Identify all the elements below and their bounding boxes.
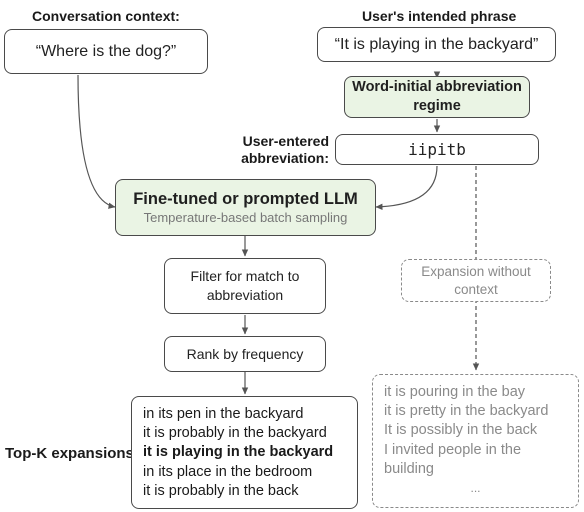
expansion-without-context-label: Expansion without context <box>421 263 531 297</box>
top-k-item-correct: it is playing in the backyard <box>143 444 334 461</box>
filter-label: Filter for match to abbreviation <box>190 268 300 303</box>
conversation-context-heading: Conversation context: <box>32 8 180 24</box>
llm-subtitle: Temperature-based batch sampling <box>143 210 348 225</box>
rank-label: Rank by frequency <box>186 345 304 362</box>
llm-title: Fine-tuned or prompted LLM <box>133 190 358 208</box>
conversation-context-box: “Where is the dog?” <box>4 29 208 74</box>
top-k-item: it is probably in the backyard <box>143 425 327 442</box>
abbreviation-regime-label: Word-initial abbreviation regime <box>352 79 522 114</box>
intended-quote: “It is playing in the backyard” <box>334 35 539 53</box>
expansion-without-context-box: Expansion without context <box>401 259 551 302</box>
intended-phrase-box: “It is playing in the backyard” <box>317 27 556 62</box>
no-context-ellipsis: ... <box>470 481 481 496</box>
no-context-item: I invited people in the building <box>384 441 522 477</box>
no-context-item: it is pretty in the backyard <box>384 403 549 420</box>
no-context-item: it is pouring in the bay <box>384 384 526 400</box>
rank-box: Rank by frequency <box>164 336 326 372</box>
context-quote: “Where is the dog?” <box>35 42 177 60</box>
abbreviation-value: iipitb <box>408 140 466 159</box>
llm-box: Fine-tuned or prompted LLM Temperature-b… <box>115 179 376 236</box>
top-k-expansions-heading: Top-K expansions: <box>5 445 139 462</box>
filter-box: Filter for match to abbreviation <box>164 258 326 314</box>
abbreviation-regime-box: Word-initial abbreviation regime <box>344 76 530 118</box>
user-entered-abbreviation-heading: User-entered abbreviation: <box>241 133 329 166</box>
top-k-item: in its place in the bedroom <box>143 463 313 480</box>
no-context-item: It is possibly in the back <box>384 422 538 439</box>
top-k-list: in its pen in the backyard it is probabl… <box>131 396 358 509</box>
arrow-abbreviation-to-llm <box>375 165 438 210</box>
top-k-item: in its pen in the backyard <box>143 406 304 422</box>
no-context-list: it is pouring in the bay it is pretty in… <box>372 374 579 508</box>
abbreviation-box: iipitb <box>335 134 539 165</box>
arrow-context-to-llm <box>77 74 116 209</box>
top-k-item: it is probably in the back <box>143 482 299 499</box>
intended-phrase-heading: User's intended phrase <box>362 8 517 24</box>
